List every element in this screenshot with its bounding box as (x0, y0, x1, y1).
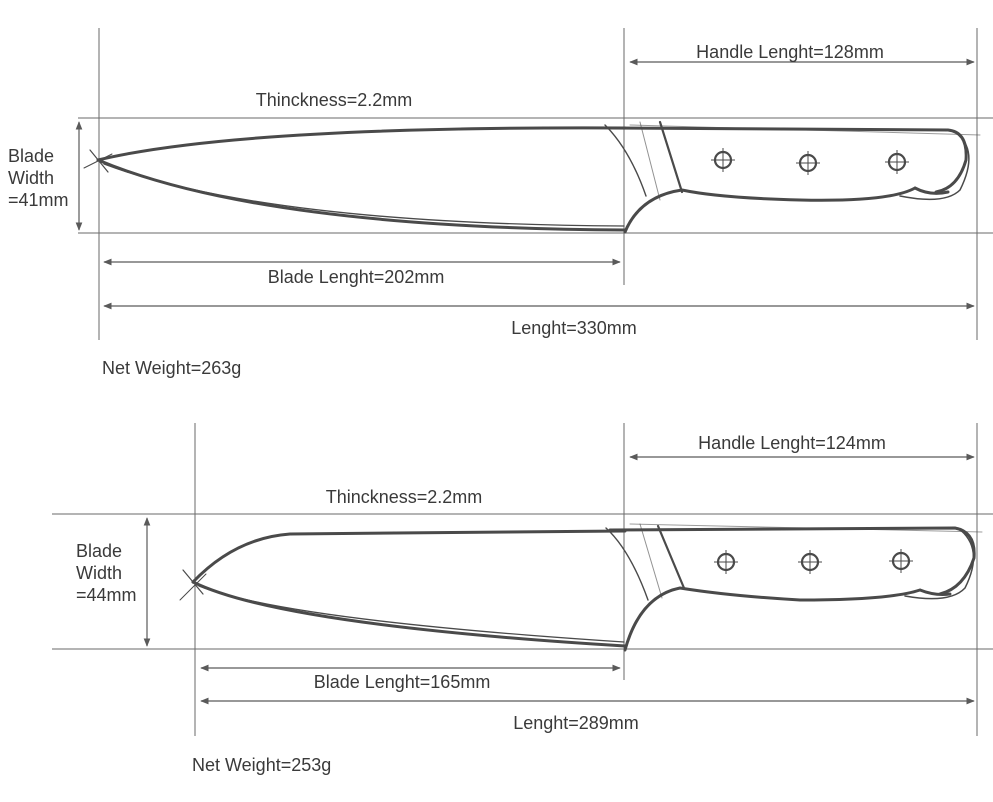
rivet-icon (889, 549, 913, 573)
knife-1 (75, 28, 993, 340)
blade-width-line: =41mm (8, 190, 69, 210)
blade-width-line: Blade (76, 541, 123, 561)
knife-2 (52, 423, 993, 736)
handle-outline-2 (605, 523, 983, 652)
total-length-label: Lenght=289mm (513, 713, 639, 733)
thickness-label: Thinckness=2.2mm (325, 487, 483, 507)
blade-width-label: Blade Width =44mm (76, 540, 137, 606)
rivet-icon (885, 150, 909, 174)
handle-outline-1 (604, 120, 981, 234)
rivet-icon (798, 550, 822, 574)
blade-length-label: Blade Lenght=202mm (267, 267, 445, 287)
blade-width-label: Blade Width =41mm (8, 145, 69, 211)
total-length-label: Lenght=330mm (511, 318, 637, 338)
net-weight-label: Net Weight=253g (192, 755, 332, 775)
blade-width-line: Width (76, 563, 123, 583)
rivet-icon (714, 550, 738, 574)
handle-length-label: Handle Lenght=128mm (696, 42, 884, 62)
guide-lines-1 (78, 28, 993, 340)
rivet-icon (711, 148, 735, 172)
thickness-label: Thinckness=2.2mm (255, 90, 413, 110)
blade-width-line: =44mm (76, 585, 137, 605)
blade-width-line: Width (8, 168, 55, 188)
blade-outline-1 (83, 126, 627, 232)
blade-outline-2 (179, 529, 627, 648)
rivets-1 (711, 148, 909, 175)
guide-lines-2 (52, 423, 993, 736)
net-weight-label: Net Weight=263g (102, 358, 242, 378)
handle-length-label: Handle Lenght=124mm (698, 433, 886, 453)
blade-width-line: Blade (8, 146, 55, 166)
rivet-icon (796, 151, 820, 175)
rivets-2 (714, 549, 913, 574)
blade-length-label: Blade Lenght=165mm (313, 672, 491, 692)
